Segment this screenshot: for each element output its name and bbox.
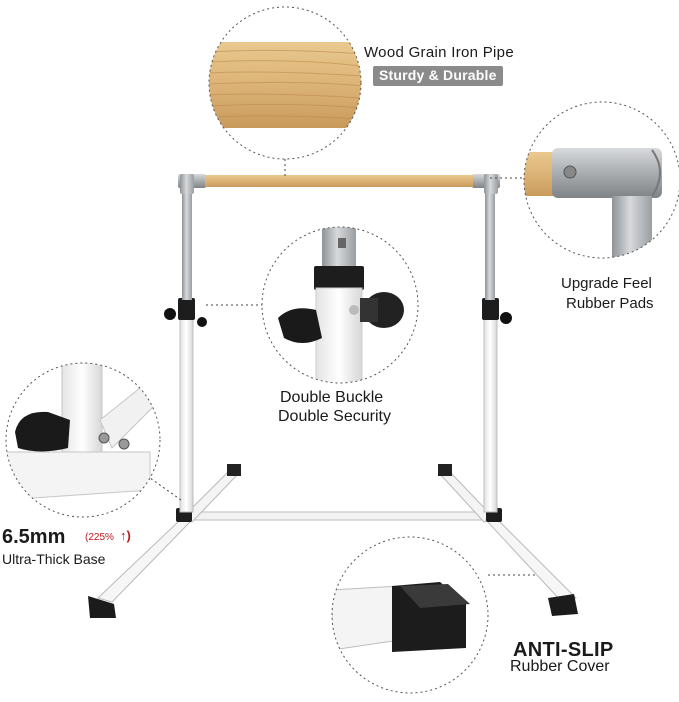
anti-slip-callout xyxy=(331,536,489,694)
wood-grain-bar xyxy=(205,175,473,187)
right-lower-upright xyxy=(483,317,498,513)
wood-grain-callout xyxy=(208,6,362,160)
wood-grain-closeup xyxy=(209,42,361,128)
left-clamp-knob xyxy=(164,308,176,320)
wood-grain-title: Wood Grain Iron Pipe xyxy=(364,44,514,61)
buckle-label-line1: Double Buckle xyxy=(280,389,384,406)
end-cap-closeup xyxy=(552,148,662,198)
buckle-label-line2: Double Security xyxy=(278,408,391,425)
durability-badge: Sturdy & Durable xyxy=(373,66,503,86)
base-tube-closeup xyxy=(332,585,401,651)
left-height-clamp xyxy=(178,298,195,320)
base-thickness: 6.5mm xyxy=(2,526,66,548)
right-back-foot-cap xyxy=(438,464,452,476)
left-lower-upright xyxy=(179,317,194,513)
anti-slip-description: Rubber Cover xyxy=(510,658,610,675)
up-arrow-icon: ↑) xyxy=(120,528,131,543)
buckle-knob-closeup xyxy=(278,308,322,343)
anti-slip-title: ANTI-SLIP xyxy=(513,639,614,661)
right-height-clamp xyxy=(482,298,499,320)
base-knob-closeup xyxy=(15,411,70,452)
rubber-pad-callout xyxy=(523,101,679,259)
base-cross-rail xyxy=(187,511,489,521)
left-front-foot-cap xyxy=(88,596,116,618)
barre-frame xyxy=(88,174,578,618)
right-front-leg xyxy=(485,517,577,603)
base-description: Ultra-Thick Base xyxy=(2,551,106,567)
double-buckle-callout xyxy=(261,226,419,384)
pads-label-line2: Rubber Pads xyxy=(566,295,654,312)
thickness-increase: (225% xyxy=(85,532,114,543)
callout-leaders xyxy=(149,159,535,576)
right-upper-upright xyxy=(485,186,495,300)
right-front-foot-cap xyxy=(548,594,578,616)
right-clamp-knob xyxy=(500,312,512,324)
thick-base-callout xyxy=(5,362,161,518)
pads-label-line1: Upgrade Feel xyxy=(561,275,652,292)
left-upper-upright xyxy=(182,186,192,300)
left-back-foot-cap xyxy=(227,464,241,476)
